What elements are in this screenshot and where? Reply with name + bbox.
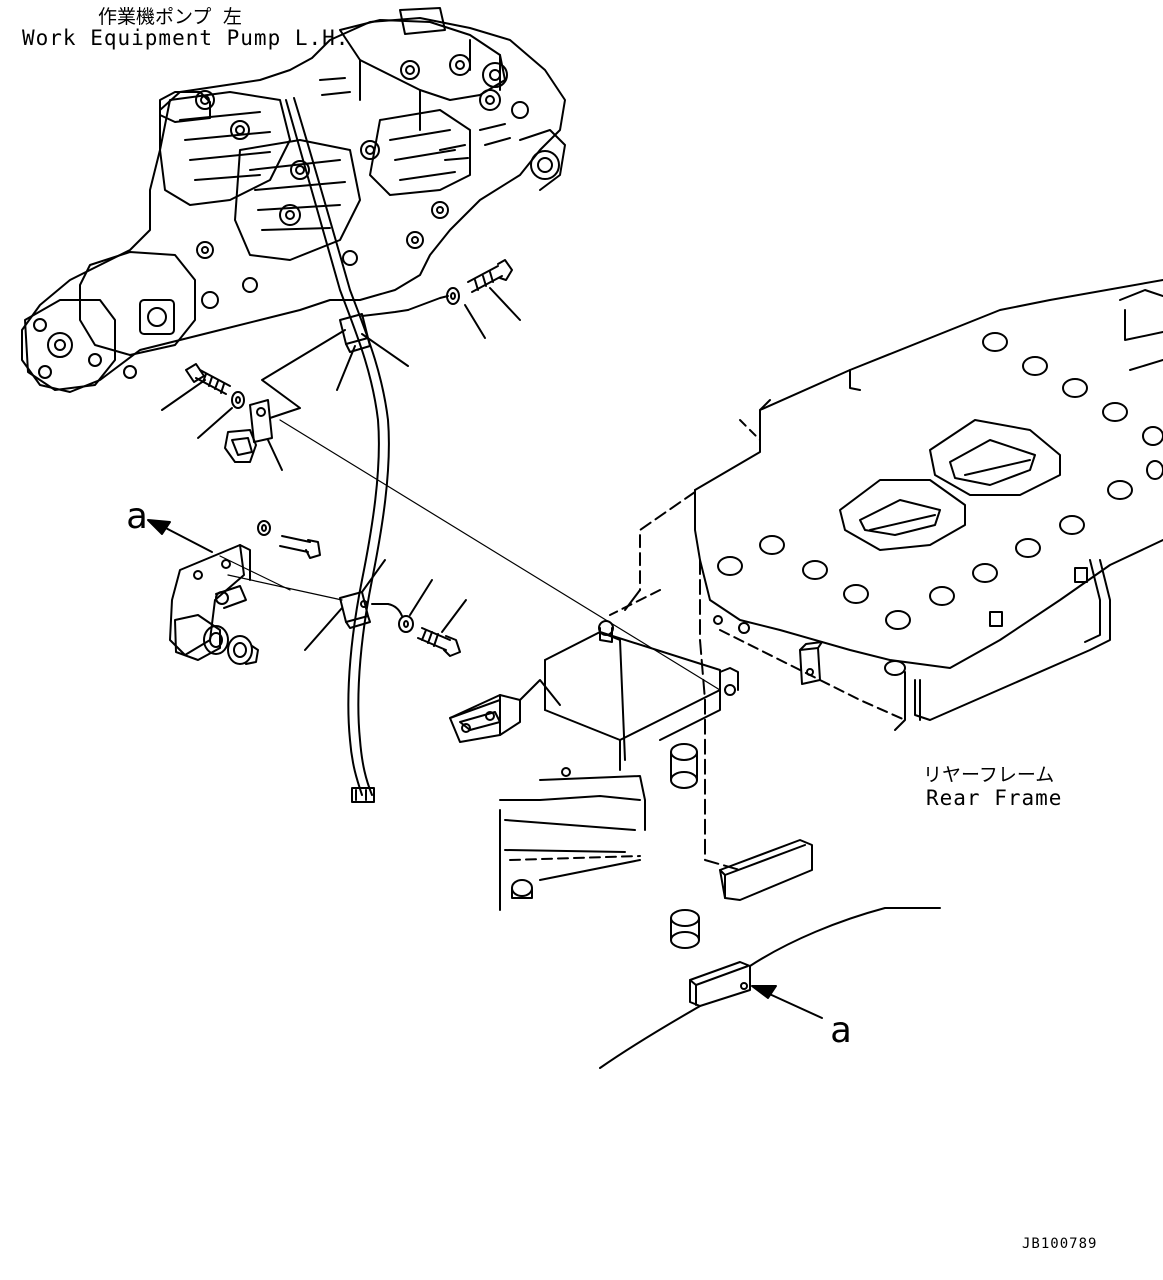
- drawing-number: JB100789: [1022, 1236, 1098, 1252]
- rear-frame: [610, 280, 1163, 870]
- frame-label-en: Rear Frame: [926, 786, 1063, 810]
- upper-clamp-group: [262, 260, 520, 418]
- view-marker-a-upper: a: [126, 496, 148, 537]
- frame-label-jp: リヤーフレーム: [923, 764, 1055, 786]
- pump-label-jp: 作業機ポンプ 左: [98, 6, 242, 28]
- left-bracket-group: [162, 364, 720, 690]
- view-marker-a-lower: a: [830, 1010, 852, 1051]
- work-equipment-pump: [22, 8, 565, 392]
- arrow-head-a1: [148, 520, 170, 534]
- hose: [286, 98, 389, 802]
- lower-clamp-group: [228, 560, 466, 656]
- valve-bracket: [158, 521, 320, 664]
- mount-bracket: [450, 621, 940, 1068]
- arrow-head-a2: [752, 986, 776, 998]
- pump-label-en: Work Equipment Pump L.H.: [22, 26, 350, 50]
